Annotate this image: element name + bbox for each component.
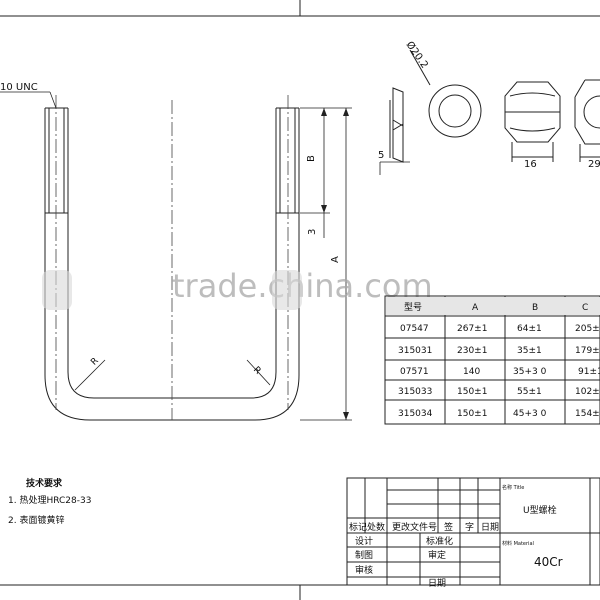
- dim-a-label: A: [330, 256, 341, 263]
- table-cell: 230±1: [457, 346, 487, 356]
- material-value: 40Cr: [534, 555, 563, 569]
- table-cell: 55±1: [517, 387, 542, 397]
- role-review: 审核: [355, 564, 373, 576]
- name-label: 名称 Title: [502, 484, 524, 491]
- table-cell: 64±1: [517, 324, 542, 334]
- table-cell: 315033: [398, 387, 432, 397]
- radius-left-label: R: [89, 356, 101, 368]
- nut-side-view: [504, 81, 561, 162]
- approve-label: 审定: [428, 549, 446, 561]
- washer-dim: [379, 161, 410, 175]
- col-header-model: 型号: [404, 302, 422, 313]
- std-label: 标准化: [426, 535, 453, 547]
- table-cell: 140: [463, 367, 480, 377]
- rev-header: 更改文件号: [392, 521, 437, 533]
- rev-header: 日期: [481, 522, 499, 533]
- watermark-blur: [42, 270, 302, 310]
- dim-b-label: B: [306, 155, 317, 162]
- date-label: 日期: [428, 578, 446, 589]
- role-draw: 制图: [355, 549, 373, 561]
- table-cell: 35±1: [517, 346, 542, 356]
- table-cell: 150±1: [457, 387, 487, 397]
- spec-table-header: 型号 A B C: [404, 302, 588, 313]
- part-name: U型螺栓: [523, 504, 557, 516]
- requirement-item: 2. 表面镀黄锌: [8, 514, 64, 526]
- dimension-lines: [0, 91, 352, 421]
- rev-header: 处数: [367, 521, 385, 533]
- table-cell: 179±1: [575, 346, 600, 356]
- table-cell: 315031: [398, 346, 432, 356]
- nut-large-width-label: 29: [588, 159, 600, 170]
- col-header-a: A: [472, 303, 479, 313]
- table-cell: 154±1: [575, 409, 600, 419]
- dimension-arrows: [321, 108, 349, 420]
- spec-table-grid: [384, 295, 600, 425]
- spec-table-header-blur: [386, 297, 600, 315]
- col-header-c: C: [582, 303, 588, 313]
- title-block-grid: [346, 477, 600, 586]
- rev-header: 字: [465, 521, 474, 533]
- u-bolt-outline: [44, 107, 300, 421]
- table-cell: 315034: [398, 409, 433, 419]
- table-cell: 07571: [400, 367, 429, 377]
- washer-diameter-label: Ø20.2: [404, 39, 431, 71]
- thread-label: 10 UNC: [0, 82, 38, 93]
- role-design: 设计: [355, 535, 373, 547]
- material-label: 材料 Material: [502, 540, 534, 547]
- nut-width-label: 16: [524, 159, 537, 170]
- table-cell: 150±1: [457, 409, 487, 419]
- dim-3-label: 3: [307, 229, 318, 235]
- radius-right-label: R: [251, 365, 263, 377]
- washer-thickness-label: 5: [378, 150, 384, 161]
- rev-header: 标记: [349, 521, 367, 533]
- table-cell: 205±1: [575, 324, 600, 334]
- rev-header: 签: [444, 521, 453, 533]
- requirement-item: 1. 热处理HRC28-33: [8, 494, 91, 506]
- title-block-rev-headers: 标记 处数 更改文件号 签 字 日期: [349, 521, 499, 533]
- requirements-title: 技术要求: [26, 477, 63, 489]
- washer-front-view: [409, 49, 482, 138]
- spec-table-rows: 07547 267±1 64±1 205±1 315031 230±1 35±1…: [398, 324, 600, 419]
- table-cell: 07547: [400, 324, 429, 334]
- center-lines: [55, 95, 289, 420]
- table-cell: 91±1: [578, 367, 600, 377]
- col-header-b: B: [532, 303, 538, 313]
- washer-side-view: [389, 87, 404, 163]
- table-cell: 267±1: [457, 324, 487, 334]
- table-cell: 45+3 0: [513, 409, 547, 419]
- nut-front-view: [574, 79, 600, 162]
- table-cell: 35+3 0: [513, 367, 547, 377]
- table-cell: 102±1: [575, 387, 600, 397]
